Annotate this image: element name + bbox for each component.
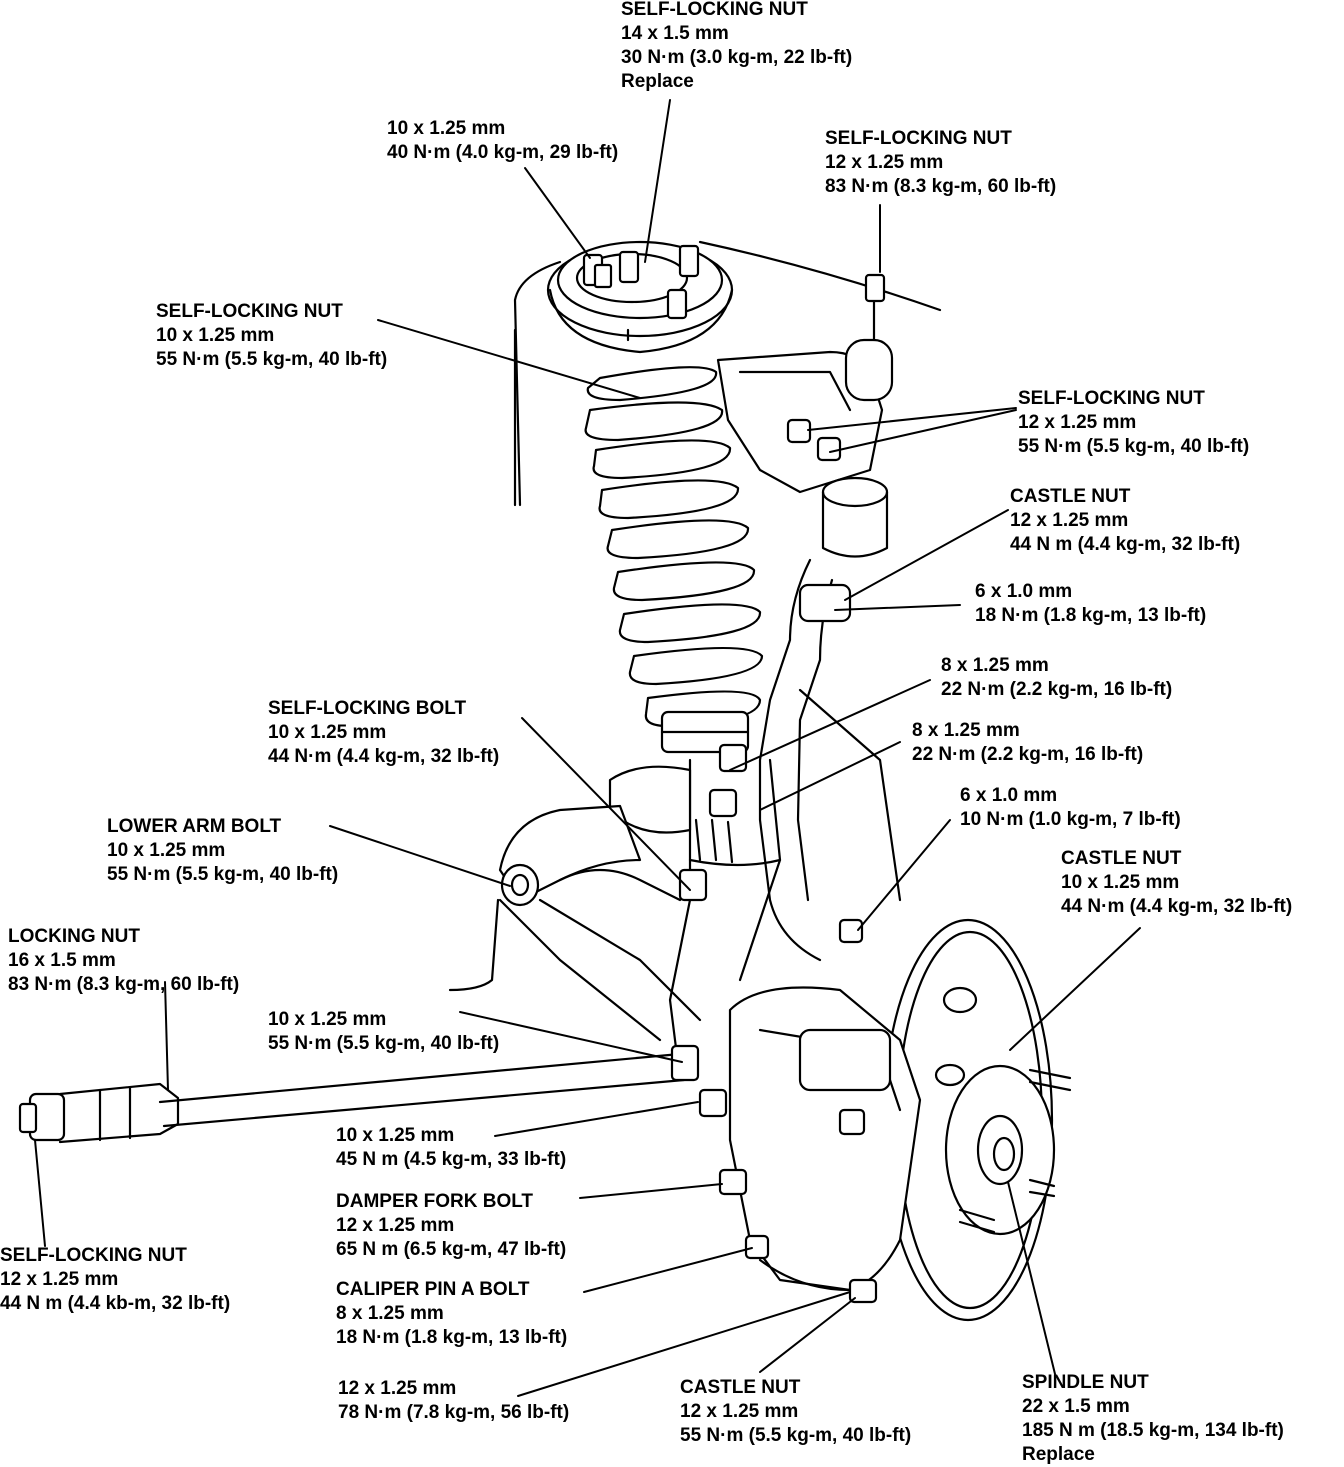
callout-name: CASTLE NUT <box>680 1377 801 1398</box>
callout-size: 8 x 1.25 mm <box>336 1303 444 1324</box>
callout-torque: 78 N·m (7.8 kg-m, 56 lb-ft) <box>338 1402 570 1423</box>
callout-caliper-pin-a-bolt: CALIPER PIN A BOLT 8 x 1.25 mm 18 N·m (1… <box>336 1278 567 1350</box>
brake-caliper <box>698 986 922 1304</box>
callout-lower-arm-bolt: LOWER ARM BOLT 10 x 1.25 mm 55 N·m (5.5 … <box>107 815 338 887</box>
callout-size: 8 x 1.25 mm <box>941 655 1049 676</box>
callout-size: 10 x 1.25 mm <box>107 840 226 861</box>
callout-name: CASTLE NUT <box>1061 848 1182 869</box>
callout-bracket-bolt-upper: 8 x 1.25 mm 22 N·m (2.2 kg-m, 16 lb-ft) <box>941 654 1172 702</box>
body-panel-outline <box>513 240 942 507</box>
callout-size: 6 x 1.0 mm <box>975 581 1073 602</box>
callout-size: 16 x 1.5 mm <box>8 950 116 971</box>
upper-arm <box>716 273 894 558</box>
callout-torque: 185 N m (18.5 kg-m, 134 lb-ft) <box>1022 1420 1284 1441</box>
callout-torque: 55 N·m (5.5 kg-m, 40 lb-ft) <box>680 1425 912 1446</box>
callout-size: 22 x 1.5 mm <box>1022 1396 1130 1417</box>
callout-upper-arm-self-locking-nut: SELF-LOCKING NUT 12 x 1.25 mm 83 N·m (8.… <box>825 127 1056 199</box>
strut-top-mount <box>546 240 734 354</box>
callout-torque: 55 N·m (5.5 kg-m, 40 lb-ft) <box>1018 436 1250 457</box>
callout-lower-castle-nut: CASTLE NUT 12 x 1.25 mm 55 N·m (5.5 kg-m… <box>680 1376 911 1448</box>
callout-note: Replace <box>621 71 694 92</box>
damper-fork <box>608 758 782 1082</box>
callout-torque: 18 N·m (1.8 kg-m, 13 lb-ft) <box>975 605 1207 626</box>
callout-knuckle-bolt: 10 x 1.25 mm 45 N m (4.5 kg-m, 33 lb-ft) <box>336 1124 566 1172</box>
callout-torque: 44 N m (4.4 kg-m, 32 lb-ft) <box>1010 534 1241 555</box>
callout-torque: 83 N·m (8.3 kg-m, 60 lb-ft) <box>8 974 240 995</box>
callout-mount-bolt: 10 x 1.25 mm 40 N·m (4.0 kg-m, 29 lb-ft) <box>387 117 618 165</box>
callout-bracket-bolt-lower: 8 x 1.25 mm 22 N·m (2.2 kg-m, 16 lb-ft) <box>912 719 1143 767</box>
brake-rotor <box>882 918 1072 1322</box>
callout-upper-ball-joint-bolt: 6 x 1.0 mm 18 N·m (1.8 kg-m, 13 lb-ft) <box>975 580 1206 628</box>
callout-name: SELF-LOCKING NUT <box>825 128 1012 149</box>
callout-size: 12 x 1.25 mm <box>338 1378 457 1399</box>
callout-torque: 45 N m (4.5 kg-m, 33 lb-ft) <box>336 1149 567 1170</box>
callout-torque: 65 N m (6.5 kg-m, 47 lb-ft) <box>336 1239 567 1260</box>
callout-torque: 55 N·m (5.5 kg-m, 40 lb-ft) <box>107 864 339 885</box>
callout-size: 10 x 1.25 mm <box>156 325 275 346</box>
callout-size: 8 x 1.25 mm <box>912 720 1020 741</box>
callout-torque: 55 N·m (5.5 kg-m, 40 lb-ft) <box>156 349 388 370</box>
callout-torque: 10 N·m (1.0 kg-m, 7 lb-ft) <box>960 809 1181 830</box>
callout-torque: 44 N·m (4.4 kg-m, 32 lb-ft) <box>1061 896 1293 917</box>
callout-size: 6 x 1.0 mm <box>960 785 1058 806</box>
callout-name: LOWER ARM BOLT <box>107 816 282 837</box>
callout-size: 10 x 1.25 mm <box>336 1125 455 1146</box>
lower-arm <box>448 804 702 1042</box>
callout-name: SPINDLE NUT <box>1022 1372 1149 1393</box>
callout-radius-rod-self-locking-nut: SELF-LOCKING NUT 12 x 1.25 mm 44 N m (4.… <box>0 1244 230 1316</box>
callout-torque: 40 N·m (4.0 kg-m, 29 lb-ft) <box>387 142 619 163</box>
callout-size: 10 x 1.25 mm <box>1061 872 1180 893</box>
callout-size: 12 x 1.25 mm <box>0 1269 119 1290</box>
callout-name: CALIPER PIN A BOLT <box>336 1279 530 1300</box>
callout-name: SELF-LOCKING NUT <box>156 301 343 322</box>
callout-size: 14 x 1.5 mm <box>621 23 729 44</box>
callout-size: 10 x 1.25 mm <box>268 722 387 743</box>
callout-radius-rod-bolt: 10 x 1.25 mm 55 N·m (5.5 kg-m, 40 lb-ft) <box>268 1008 499 1056</box>
callout-torque: 44 N m (4.4 kb-m, 32 lb-ft) <box>0 1293 231 1314</box>
callout-size: 12 x 1.25 mm <box>336 1215 455 1236</box>
callout-spring-self-locking-nut: SELF-LOCKING NUT 10 x 1.25 mm 55 N·m (5.… <box>156 300 387 372</box>
callout-torque: 30 N·m (3.0 kg-m, 22 lb-ft) <box>621 47 853 68</box>
callout-name: LOCKING NUT <box>8 926 140 947</box>
callout-size: 12 x 1.25 mm <box>1010 510 1129 531</box>
steering-knuckle <box>708 558 902 962</box>
callout-caliper-bracket-bolt: 12 x 1.25 mm 78 N·m (7.8 kg-m, 56 lb-ft) <box>338 1377 569 1425</box>
callout-size: 10 x 1.25 mm <box>387 118 506 139</box>
callout-strut-self-locking-nut: SELF-LOCKING NUT 14 x 1.5 mm 30 N·m (3.0… <box>621 0 852 94</box>
callout-tie-rod-castle-nut: CASTLE NUT 10 x 1.25 mm 44 N·m (4.4 kg-m… <box>1061 847 1292 919</box>
callout-spindle-nut: SPINDLE NUT 22 x 1.5 mm 185 N m (18.5 kg… <box>1022 1371 1284 1467</box>
radius-rod <box>18 1044 700 1144</box>
callout-size: 12 x 1.25 mm <box>1018 412 1137 433</box>
callout-size: 12 x 1.25 mm <box>825 152 944 173</box>
callout-torque: 55 N·m (5.5 kg-m, 40 lb-ft) <box>268 1033 500 1054</box>
callout-torque: 18 N·m (1.8 kg-m, 13 lb-ft) <box>336 1327 568 1348</box>
callout-name: DAMPER FORK BOLT <box>336 1191 534 1212</box>
callout-torque: 44 N·m (4.4 kg-m, 32 lb-ft) <box>268 746 500 767</box>
callout-name: SELF-LOCKING NUT <box>0 1245 187 1266</box>
callout-locking-nut: LOCKING NUT 16 x 1.5 mm 83 N·m (8.3 kg-m… <box>8 925 239 997</box>
callout-name: SELF-LOCKING BOLT <box>268 698 467 719</box>
callout-torque: 22 N·m (2.2 kg-m, 16 lb-ft) <box>941 679 1173 700</box>
callout-upper-castle-nut: CASTLE NUT 12 x 1.25 mm 44 N m (4.4 kg-m… <box>1010 485 1240 557</box>
callout-name: CASTLE NUT <box>1010 486 1131 507</box>
callout-size: 12 x 1.25 mm <box>680 1401 799 1422</box>
callout-damper-fork-bolt: DAMPER FORK BOLT 12 x 1.25 mm 65 N m (6.… <box>336 1190 566 1262</box>
leader-lines <box>34 99 1141 1397</box>
callout-torque: 22 N·m (2.2 kg-m, 16 lb-ft) <box>912 744 1144 765</box>
callout-size: 10 x 1.25 mm <box>268 1009 387 1030</box>
callout-arm-bracket-self-locking-nut: SELF-LOCKING NUT 12 x 1.25 mm 55 N·m (5.… <box>1018 387 1249 459</box>
callout-torque: 83 N·m (8.3 kg-m, 60 lb-ft) <box>825 176 1057 197</box>
callout-sensor-bolt: 6 x 1.0 mm 10 N·m (1.0 kg-m, 7 lb-ft) <box>960 784 1181 832</box>
callout-name: SELF-LOCKING NUT <box>1018 388 1205 409</box>
callout-self-locking-bolt: SELF-LOCKING BOLT 10 x 1.25 mm 44 N·m (4… <box>268 697 499 769</box>
callout-name: SELF-LOCKING NUT <box>621 0 808 20</box>
coil-spring <box>584 328 764 754</box>
callout-note: Replace <box>1022 1444 1095 1465</box>
